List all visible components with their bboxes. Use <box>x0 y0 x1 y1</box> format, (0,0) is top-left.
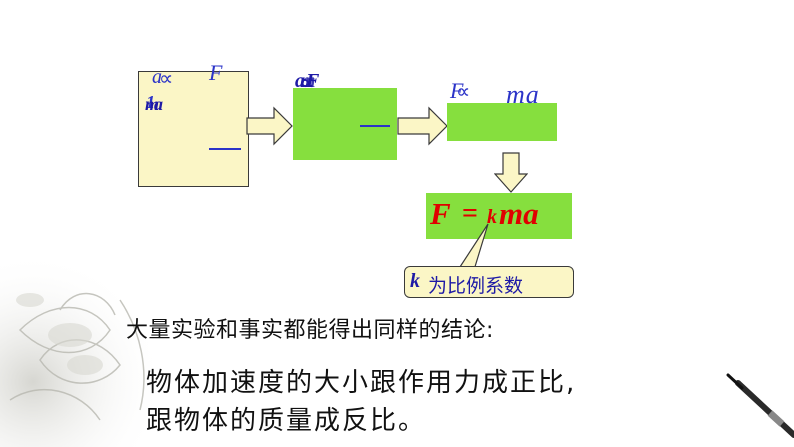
box1-symbol-F: F <box>209 60 223 85</box>
formula-k: k <box>487 206 497 228</box>
box1-fraction-bar <box>209 148 241 150</box>
box1-symbol-m: m <box>145 94 160 114</box>
box1-symbol-propto: ∝ <box>159 66 174 90</box>
box-proportional-relations <box>138 71 249 187</box>
statement-text: 大量实验和事实都能得出同样的结论: <box>126 318 494 343</box>
callout-k-coefficient <box>404 266 574 298</box>
box3-symbol-ma: ma <box>506 80 540 109</box>
box1-symbol-a: a <box>152 66 162 88</box>
formula-F: F <box>430 196 451 231</box>
box1-symbol-a2: a <box>154 94 163 114</box>
box1-symbol-one: 1 <box>146 92 155 112</box>
arrow-right-2 <box>397 106 448 146</box>
box3-symbol-F: F <box>450 78 464 103</box>
callout-text: 为比例系数 <box>428 275 524 297</box>
box-a-propto-f-over-m <box>293 88 397 160</box>
callout-k: k <box>410 270 420 292</box>
box2-symbol-propto: ∝ <box>300 70 315 94</box>
box2-symbol-F: F <box>306 70 320 92</box>
box3-symbol-propto: ∝ <box>456 79 471 103</box>
callout-pointer <box>456 223 489 271</box>
formula-ma: ma <box>499 196 539 231</box>
arrow-right-1 <box>246 106 293 146</box>
conclusion-line-2: 跟物体的质量成反比。 <box>146 406 427 436</box>
box2-symbol-m: m <box>300 70 316 92</box>
box2-fraction-bar <box>360 125 390 127</box>
arrow-down <box>494 152 528 193</box>
box-f-propto-ma <box>447 103 557 141</box>
conclusion-line-1: 物体加速度的大小跟作用力成正比, <box>146 368 577 398</box>
box-formula-f-equals-kma <box>426 193 572 239</box>
box2-symbol-a: a <box>295 70 305 92</box>
formula-equals: = <box>462 198 478 229</box>
